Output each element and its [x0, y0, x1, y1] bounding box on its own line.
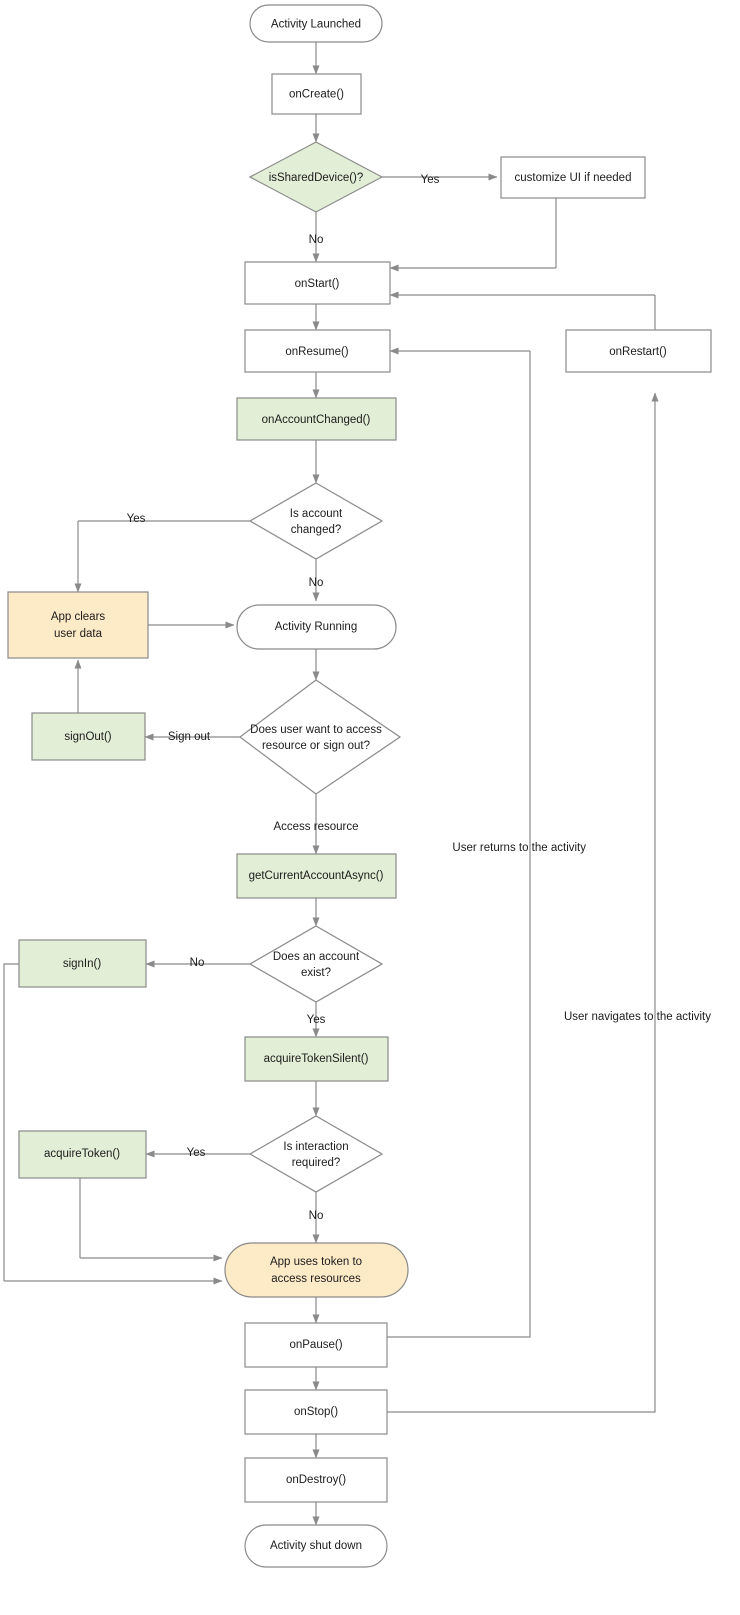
edge-label-account-changed-no: No: [309, 577, 324, 589]
edge-label-interaction-no: No: [309, 1210, 324, 1222]
edge-label-shared-no: No: [309, 234, 324, 246]
node-onstart-label: onStart(): [295, 278, 340, 290]
node-activity-running-label: Activity Running: [275, 621, 357, 633]
node-onresume[interactable]: onResume(): [244, 329, 391, 373]
node-ondestroy-label: onDestroy(): [286, 1474, 346, 1486]
node-onpause-label: onPause(): [289, 1339, 342, 1351]
node-acquiretoken-label: acquireToken(): [44, 1148, 120, 1160]
node-signin[interactable]: signIn(): [18, 939, 147, 988]
node-app-clears-user-data[interactable]: App clears user data: [7, 591, 149, 659]
node-activity-running[interactable]: Activity Running: [236, 604, 397, 650]
node-oncreate-label: onCreate(): [289, 89, 344, 101]
edge-label-shared-yes: Yes: [421, 174, 440, 186]
node-ondestroy[interactable]: onDestroy(): [244, 1457, 388, 1503]
node-does-account-exist-line1: Does an account: [273, 951, 360, 963]
node-activity-launched[interactable]: Activity Launched: [249, 4, 383, 43]
connectors: [3, 42, 659, 1526]
node-onaccountchanged[interactable]: onAccountChanged(): [236, 397, 397, 441]
node-onstop[interactable]: onStop(): [244, 1389, 388, 1435]
node-activity-shut-down[interactable]: Activity shut down: [244, 1524, 388, 1568]
node-acquiretoken[interactable]: acquireToken(): [18, 1130, 147, 1179]
edge-label-interaction-yes: Yes: [187, 1147, 206, 1159]
node-app-uses-token[interactable]: App uses token to access resources: [224, 1242, 409, 1298]
node-does-account-exist[interactable]: Does an account exist?: [248, 925, 384, 1003]
node-onaccountchanged-label: onAccountChanged(): [262, 414, 371, 426]
node-signin-label: signIn(): [63, 958, 102, 970]
node-onrestart-label: onRestart(): [609, 346, 667, 358]
node-onresume-label: onResume(): [285, 346, 348, 358]
node-getcurrentaccountasync-label: getCurrentAccountAsync(): [249, 870, 384, 882]
node-acquiretokensilent-label: acquireTokenSilent(): [264, 1053, 369, 1065]
edge-label-user-returns: User returns to the activity: [452, 842, 586, 854]
edge-label-access-resource: Access resource: [273, 821, 358, 833]
node-app-uses-token-line2: access resources: [271, 1273, 361, 1285]
node-does-account-exist-line2: exist?: [301, 967, 331, 979]
edge-label-user-navigates: User navigates to the activity: [564, 1011, 711, 1023]
node-activity-shut-down-label: Activity shut down: [270, 1540, 362, 1552]
edge-label-account-changed-yes: Yes: [127, 513, 146, 525]
node-customize-ui[interactable]: customize UI if needed: [500, 156, 646, 199]
node-oncreate[interactable]: onCreate(): [271, 73, 362, 115]
edge-onpause-right: [387, 351, 531, 1338]
node-onstart[interactable]: onStart(): [244, 261, 391, 305]
node-signout-label: signOut(): [64, 731, 111, 743]
node-getcurrentaccountasync[interactable]: getCurrentAccountAsync(): [236, 853, 397, 899]
edge-label-account-exist-no: No: [190, 957, 205, 969]
node-does-user-want-line1: Does user want to access: [250, 724, 382, 736]
node-is-account-changed[interactable]: Is account changed?: [248, 482, 384, 560]
node-is-interaction-required-line2: required?: [292, 1157, 341, 1169]
node-does-user-want-line2: resource or sign out?: [262, 740, 370, 752]
edge-labels: Yes No Yes No Sign out Access resource N…: [127, 174, 712, 1222]
node-app-clears-user-data-line1: App clears: [51, 611, 106, 623]
node-app-clears-user-data-line2: user data: [54, 628, 103, 640]
node-activity-launched-label: Activity Launched: [271, 19, 361, 31]
edge-onstop-right: [387, 397, 656, 1413]
node-signout[interactable]: signOut(): [31, 712, 146, 761]
node-onstop-label: onStop(): [294, 1406, 338, 1418]
edge-label-account-exist-yes: Yes: [307, 1014, 326, 1026]
node-acquiretokensilent[interactable]: acquireTokenSilent(): [244, 1036, 389, 1082]
edge-signin-left-wrap: [3, 963, 19, 1281]
node-is-account-changed-line2: changed?: [291, 524, 342, 536]
node-is-interaction-required[interactable]: Is interaction required?: [248, 1115, 384, 1193]
node-is-interaction-required-line1: Is interaction: [283, 1141, 348, 1153]
node-customize-ui-label: customize UI if needed: [515, 172, 632, 184]
node-onpause[interactable]: onPause(): [244, 1322, 388, 1368]
node-app-uses-token-line1: App uses token to: [270, 1256, 362, 1268]
edge-label-sign-out: Sign out: [168, 731, 211, 743]
node-onrestart[interactable]: onRestart(): [565, 329, 712, 373]
node-is-account-changed-line1: Is account: [290, 508, 343, 520]
node-is-shared-device[interactable]: isSharedDevice()?: [248, 141, 384, 213]
node-is-shared-device-label: isSharedDevice()?: [269, 172, 364, 184]
node-does-user-want[interactable]: Does user want to access resource or sig…: [239, 679, 402, 795]
